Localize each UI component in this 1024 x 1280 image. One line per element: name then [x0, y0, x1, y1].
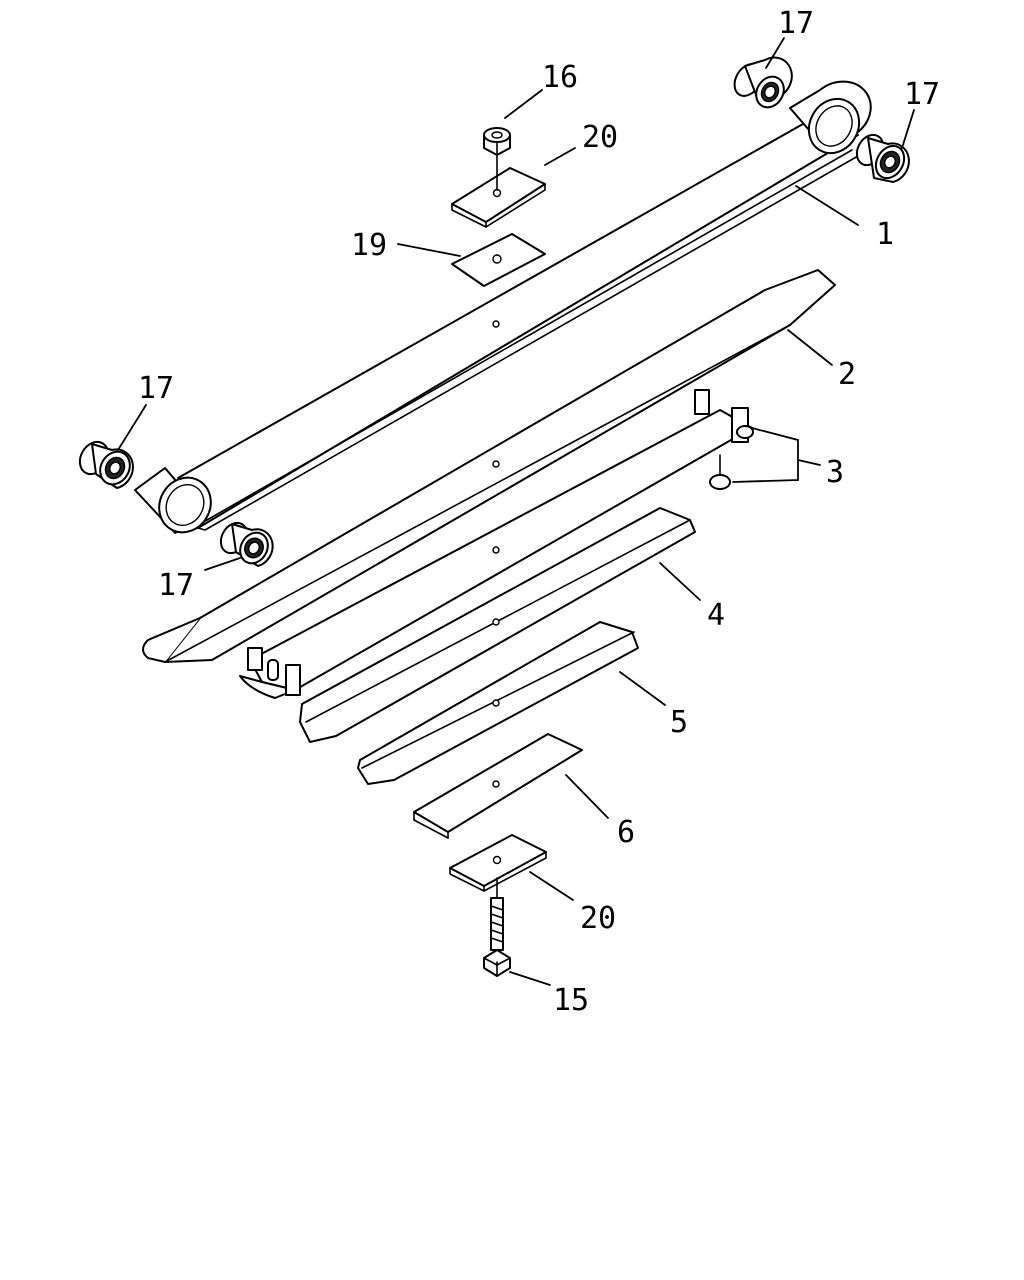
bushing-top-left-part-17	[733, 56, 793, 109]
bushing-top-right-part-17	[855, 133, 910, 183]
bushing-bottom-left-part-17	[78, 440, 134, 489]
callout-16: 16	[542, 60, 578, 95]
callout-17-bottom-left: 17	[138, 371, 174, 406]
leader-lines	[117, 37, 915, 986]
callout-5: 5	[670, 705, 688, 740]
callout-17-top-left: 17	[778, 6, 814, 41]
callout-1: 1	[876, 217, 894, 252]
upper-plate-part-20	[451, 167, 546, 228]
callout-17-top-right: 17	[904, 77, 940, 112]
callout-6: 6	[617, 815, 635, 850]
callout-20-upper: 20	[582, 120, 618, 155]
fifth-leaf-part-5	[357, 621, 639, 785]
pad-part-19	[451, 233, 546, 287]
bolt-part-15	[483, 877, 511, 977]
fourth-leaf-part-4	[299, 507, 696, 743]
callout-3: 3	[826, 455, 844, 490]
third-leaf-part-3	[239, 389, 754, 699]
right-spring-eye	[789, 80, 872, 155]
callout-4: 4	[707, 598, 725, 633]
second-leaf-part-2	[142, 269, 836, 663]
bushing-bottom-center-part-17	[219, 521, 274, 567]
nut-part-16	[483, 127, 511, 191]
callout-15: 15	[553, 983, 589, 1018]
main-leaf-part-1	[134, 80, 872, 534]
callout-20-lower: 20	[580, 901, 616, 936]
lower-plate-part-20	[449, 834, 547, 892]
callout-19: 19	[351, 228, 387, 263]
callout-17-bottom-center: 17	[158, 568, 194, 603]
left-spring-eye	[134, 467, 212, 534]
clip-rivet	[709, 425, 754, 490]
sixth-leaf-part-6	[413, 733, 583, 839]
callout-2: 2	[838, 357, 856, 392]
